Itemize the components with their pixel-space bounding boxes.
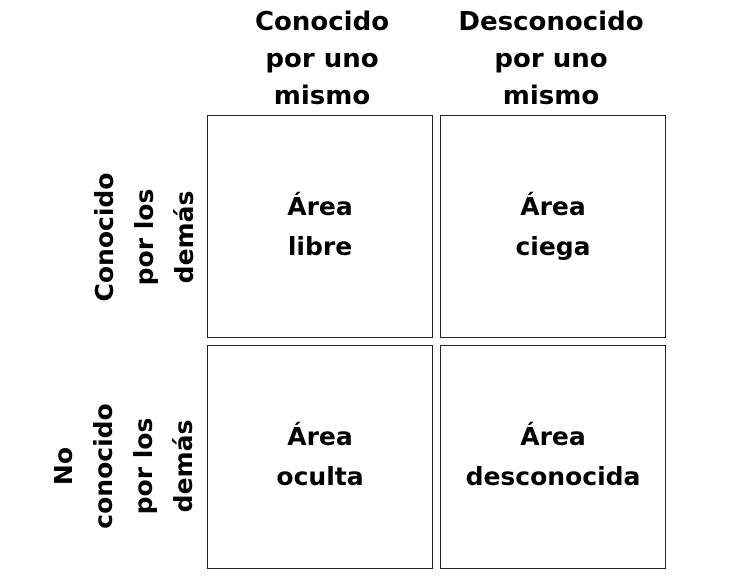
column-header-line: por uno	[494, 44, 608, 74]
quadrant-label: Área ciega	[515, 187, 590, 267]
quadrant-unknown-area: Área desconocida	[440, 345, 666, 569]
row-header-line: demás	[170, 190, 199, 284]
column-header-known-to-self: Conocido por uno mismo	[207, 4, 437, 115]
quadrant-blind-area: Área ciega	[440, 115, 666, 338]
column-header-line: por uno	[265, 44, 379, 74]
row-header-line: Conocido	[90, 172, 119, 302]
quadrant-hidden-area: Área oculta	[207, 345, 433, 569]
quadrant-label-line: Área	[520, 422, 586, 451]
row-header-line: conocido	[89, 403, 118, 529]
quadrant-label: Área desconocida	[466, 417, 641, 497]
column-header-unknown-to-self: Desconocido por uno mismo	[436, 4, 666, 115]
row-header-line: por los	[129, 417, 158, 515]
quadrant-label-line: Área	[520, 191, 586, 221]
quadrant-label: Área libre	[287, 187, 353, 267]
quadrant-open-area: Área libre	[207, 115, 433, 338]
quadrant-label-line: libre	[287, 231, 353, 261]
column-header-line: mismo	[502, 81, 600, 111]
row-header-unknown-to-others: No conocido por los demás	[44, 403, 204, 528]
quadrant-label-line: Área	[287, 422, 353, 451]
row-header-line: No	[49, 446, 78, 486]
quadrant-label: Área oculta	[276, 417, 363, 497]
row-header-known-to-others: Conocido por los demás	[85, 173, 205, 302]
column-header-line: mismo	[273, 81, 371, 111]
column-header-line: Desconocido	[458, 7, 644, 37]
column-header-line: Conocido	[254, 7, 390, 37]
row-header-line: por los	[130, 188, 159, 286]
quadrant-label-line: desconocida	[465, 462, 641, 491]
quadrant-label-line: Área	[287, 191, 353, 221]
quadrant-label-line: oculta	[276, 462, 364, 491]
row-header-line: demás	[169, 419, 198, 513]
quadrant-label-line: ciega	[515, 231, 591, 261]
